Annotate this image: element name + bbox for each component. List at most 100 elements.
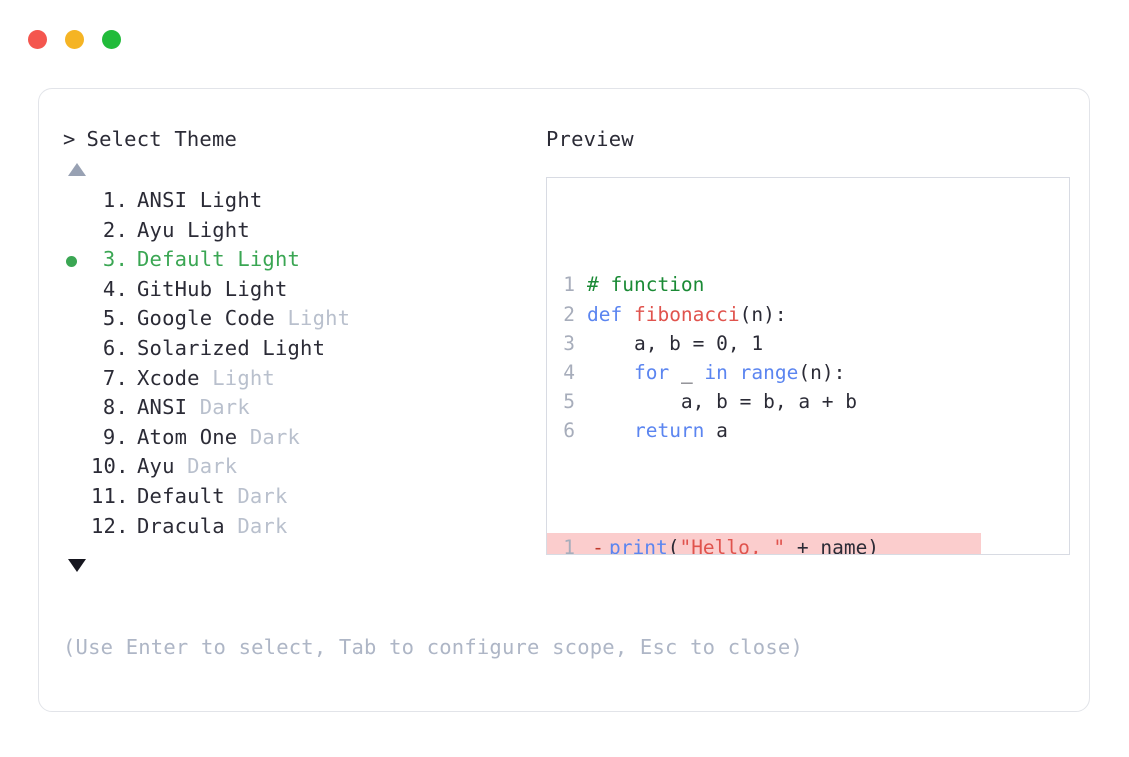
window-titlebar <box>28 30 121 49</box>
theme-item-name: GitHub Light <box>137 276 288 301</box>
code-token-plain <box>587 361 634 384</box>
code-line: 1 # function <box>547 270 1069 299</box>
code-token-plain: a, b = b, a + b <box>587 390 858 414</box>
theme-list-item[interactable]: 11. Default Dark <box>63 484 533 514</box>
select-theme-prompt: > Select Theme <box>63 127 533 153</box>
code-token-builtin: range <box>739 361 799 385</box>
theme-item-name: Ayu Light <box>137 217 250 242</box>
code-token-plain: _ <box>680 361 705 385</box>
page-title: Select Theme <box>86 127 238 151</box>
code-line: 3 a, b = 0, 1 <box>547 329 1069 358</box>
code-line-text: # function <box>587 270 704 299</box>
code-line-number: 5 <box>563 390 575 414</box>
scroll-down-arrow-icon[interactable] <box>68 559 86 573</box>
code-line-text: def fibonacci(n): <box>587 300 787 329</box>
theme-item-name: Default Light <box>137 247 301 272</box>
selected-bullet-icon <box>66 256 77 268</box>
theme-item-name: Xcode <box>137 365 200 390</box>
close-window-button[interactable] <box>28 30 47 49</box>
preview-label: Preview <box>546 127 634 151</box>
code-token-plain: (n): <box>798 361 846 385</box>
theme-item-index: 8. <box>102 395 128 420</box>
theme-list-item[interactable]: 1. ANSI Light <box>63 188 533 218</box>
code-token-plain <box>587 419 634 442</box>
code-token-keyword: in <box>704 361 740 385</box>
theme-item-mode-badge: Light <box>274 306 351 331</box>
code-line-text: for _ in range(n): <box>587 358 845 387</box>
theme-list-item[interactable]: 10.Ayu Dark <box>63 454 533 484</box>
theme-item-name: Atom One <box>137 424 238 449</box>
code-line-number: 4 <box>563 361 575 385</box>
code-line-number: 6 <box>563 419 575 443</box>
theme-item-index: 12. <box>91 513 129 538</box>
code-token-plain: ( <box>667 536 680 555</box>
code-token-keyword: for <box>633 361 681 385</box>
theme-list-item[interactable]: 2. Ayu Light <box>63 218 533 248</box>
theme-item-name: ANSI <box>137 395 188 420</box>
theme-list-item[interactable]: 4. GitHub Light <box>63 277 533 307</box>
minimize-window-button[interactable] <box>65 30 84 49</box>
diff-line-removed: 1-print("Hello, " + name) <box>547 533 981 555</box>
code-line-text: return a <box>587 416 728 445</box>
theme-list-item[interactable]: 8. ANSI Dark <box>63 395 533 425</box>
code-line: 2 def fibonacci(n): <box>547 300 1069 329</box>
theme-item-index: 7. <box>102 365 128 390</box>
theme-item-index: 3. <box>102 247 128 272</box>
theme-item-mode-badge: Light <box>199 365 275 390</box>
theme-item-name: Google Code <box>137 306 275 331</box>
code-line: 5 a, b = b, a + b <box>547 387 1069 416</box>
code-line: 6 return a <box>547 416 1069 445</box>
theme-item-index: 6. <box>102 335 128 360</box>
diff-line-number: 1 <box>563 536 575 555</box>
theme-item-index: 2. <box>102 217 128 242</box>
code-token-plain: + name) <box>785 536 880 555</box>
code-line-number: 3 <box>563 331 575 355</box>
code-token-string: "Hello, " <box>679 536 786 555</box>
code-token-keyword: return <box>633 419 717 443</box>
diff-marker: - <box>592 536 604 555</box>
theme-item-name: Dracula <box>137 513 225 538</box>
code-line: 4 for _ in range(n): <box>547 358 1069 387</box>
theme-item-index: 5. <box>102 306 128 331</box>
theme-item-index: 11. <box>91 483 129 508</box>
code-line-number: 1 <box>563 273 575 297</box>
code-token-plain: (n): <box>739 302 787 326</box>
theme-list-item[interactable]: 3. Default Light <box>63 247 533 277</box>
keyboard-hint: (Use Enter to select, Tab to configure s… <box>63 635 803 659</box>
theme-item-name: ANSI Light <box>137 188 263 212</box>
theme-list-item[interactable]: 6. Solarized Light <box>63 336 533 366</box>
theme-item-mode-badge: Dark <box>187 395 250 420</box>
maximize-window-button[interactable] <box>102 30 121 49</box>
diff-line-text: print("Hello, " + name) <box>609 533 880 555</box>
code-token-func: fibonacci <box>633 302 740 326</box>
code-line-text: a, b = b, a + b <box>587 387 857 416</box>
theme-item-index: 1. <box>102 188 128 212</box>
scroll-up-arrow-icon[interactable] <box>68 163 86 176</box>
theme-item-mode-badge: Dark <box>224 483 288 508</box>
theme-list-item[interactable]: 7. Xcode Light <box>63 366 533 396</box>
theme-list-item[interactable]: 9. Atom One Dark <box>63 425 533 455</box>
code-line-number: 2 <box>563 302 575 326</box>
code-token-builtin: print <box>609 536 668 555</box>
theme-item-index: 10. <box>91 454 129 479</box>
diff-lines: 1-print("Hello, " + name)1+print(f"Hello… <box>547 533 1069 555</box>
prompt-caret-icon: > <box>63 127 76 151</box>
theme-item-name: Solarized Light <box>137 335 326 360</box>
theme-list-item[interactable]: 12. Dracula Dark <box>63 514 533 544</box>
theme-item-index: 4. <box>102 276 128 301</box>
theme-selector-panel: > Select Theme 1. ANSI Light 2. Ayu Light 3.… <box>63 127 533 573</box>
theme-item-name: Default <box>137 483 225 508</box>
code-token-comment: # function <box>587 273 705 297</box>
theme-item-mode-badge: Dark <box>237 424 301 449</box>
theme-item-mode-badge: Dark <box>224 513 288 538</box>
code-line-text: a, b = 0, 1 <box>587 329 763 358</box>
theme-list-item[interactable]: 5. Google Code Light <box>63 306 533 336</box>
theme-item-mode-badge: Dark <box>174 454 238 479</box>
code-token-plain: a, b = 0, 1 <box>587 331 764 355</box>
theme-item-index: 9. <box>102 424 128 449</box>
